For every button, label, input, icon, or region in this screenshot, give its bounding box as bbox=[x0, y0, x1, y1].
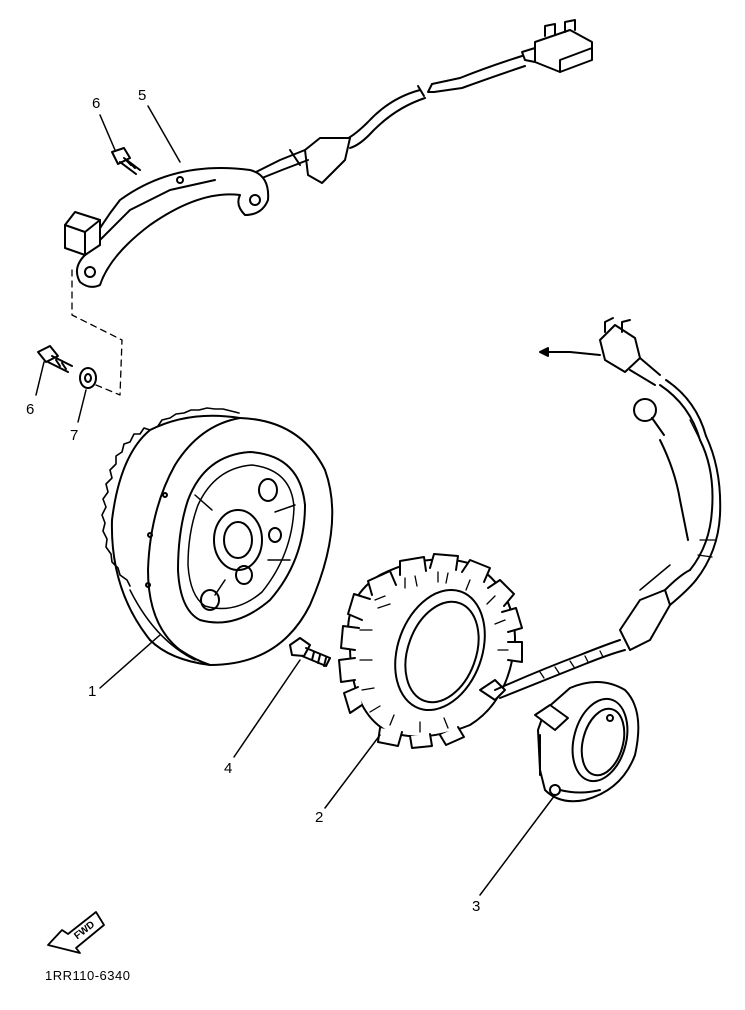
pickup-coil-housing bbox=[535, 682, 638, 801]
top-connector bbox=[522, 20, 592, 72]
callout-7: 7 bbox=[70, 427, 79, 444]
callout-6-top: 6 bbox=[92, 95, 101, 112]
pickup-coil-bracket bbox=[65, 168, 268, 287]
wire-ground-terminal bbox=[634, 399, 688, 540]
callout-6-left: 6 bbox=[26, 401, 35, 418]
rotor-flywheel bbox=[102, 408, 332, 665]
washer-7 bbox=[80, 368, 96, 388]
callout-3: 3 bbox=[472, 898, 481, 915]
stator-coil bbox=[339, 554, 522, 748]
callout-2: 2 bbox=[315, 809, 324, 826]
bolt-4 bbox=[290, 638, 330, 666]
callout-4: 4 bbox=[224, 760, 233, 777]
diagram-code: 1RR110-6340 bbox=[45, 968, 131, 983]
callout-1: 1 bbox=[88, 683, 97, 700]
fwd-arrow-icon: FWD bbox=[48, 912, 104, 953]
screw-6-left bbox=[38, 346, 72, 372]
stator-wire-harness bbox=[495, 380, 720, 698]
top-wire-harness bbox=[240, 56, 525, 188]
callout-5: 5 bbox=[138, 87, 147, 104]
assembly-dashed-lines bbox=[72, 270, 122, 395]
right-connector bbox=[540, 318, 660, 385]
leader-lines bbox=[36, 106, 555, 895]
screw-6-top bbox=[112, 148, 140, 174]
